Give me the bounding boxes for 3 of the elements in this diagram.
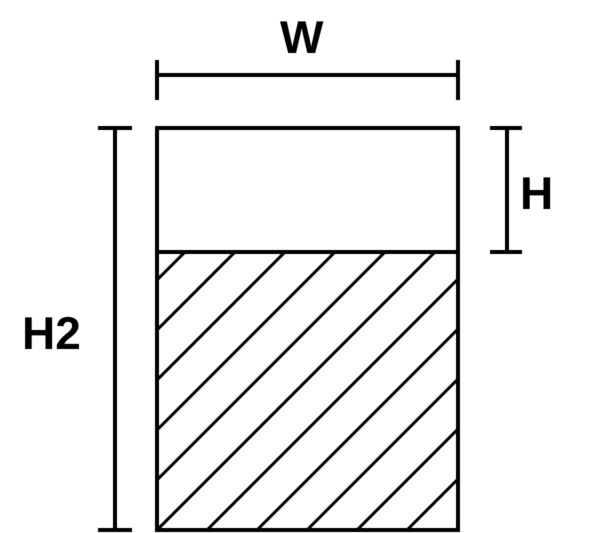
dimension-label: W: [280, 14, 324, 60]
dimension-label: H: [520, 170, 554, 216]
dimension-label: H2: [22, 310, 81, 356]
